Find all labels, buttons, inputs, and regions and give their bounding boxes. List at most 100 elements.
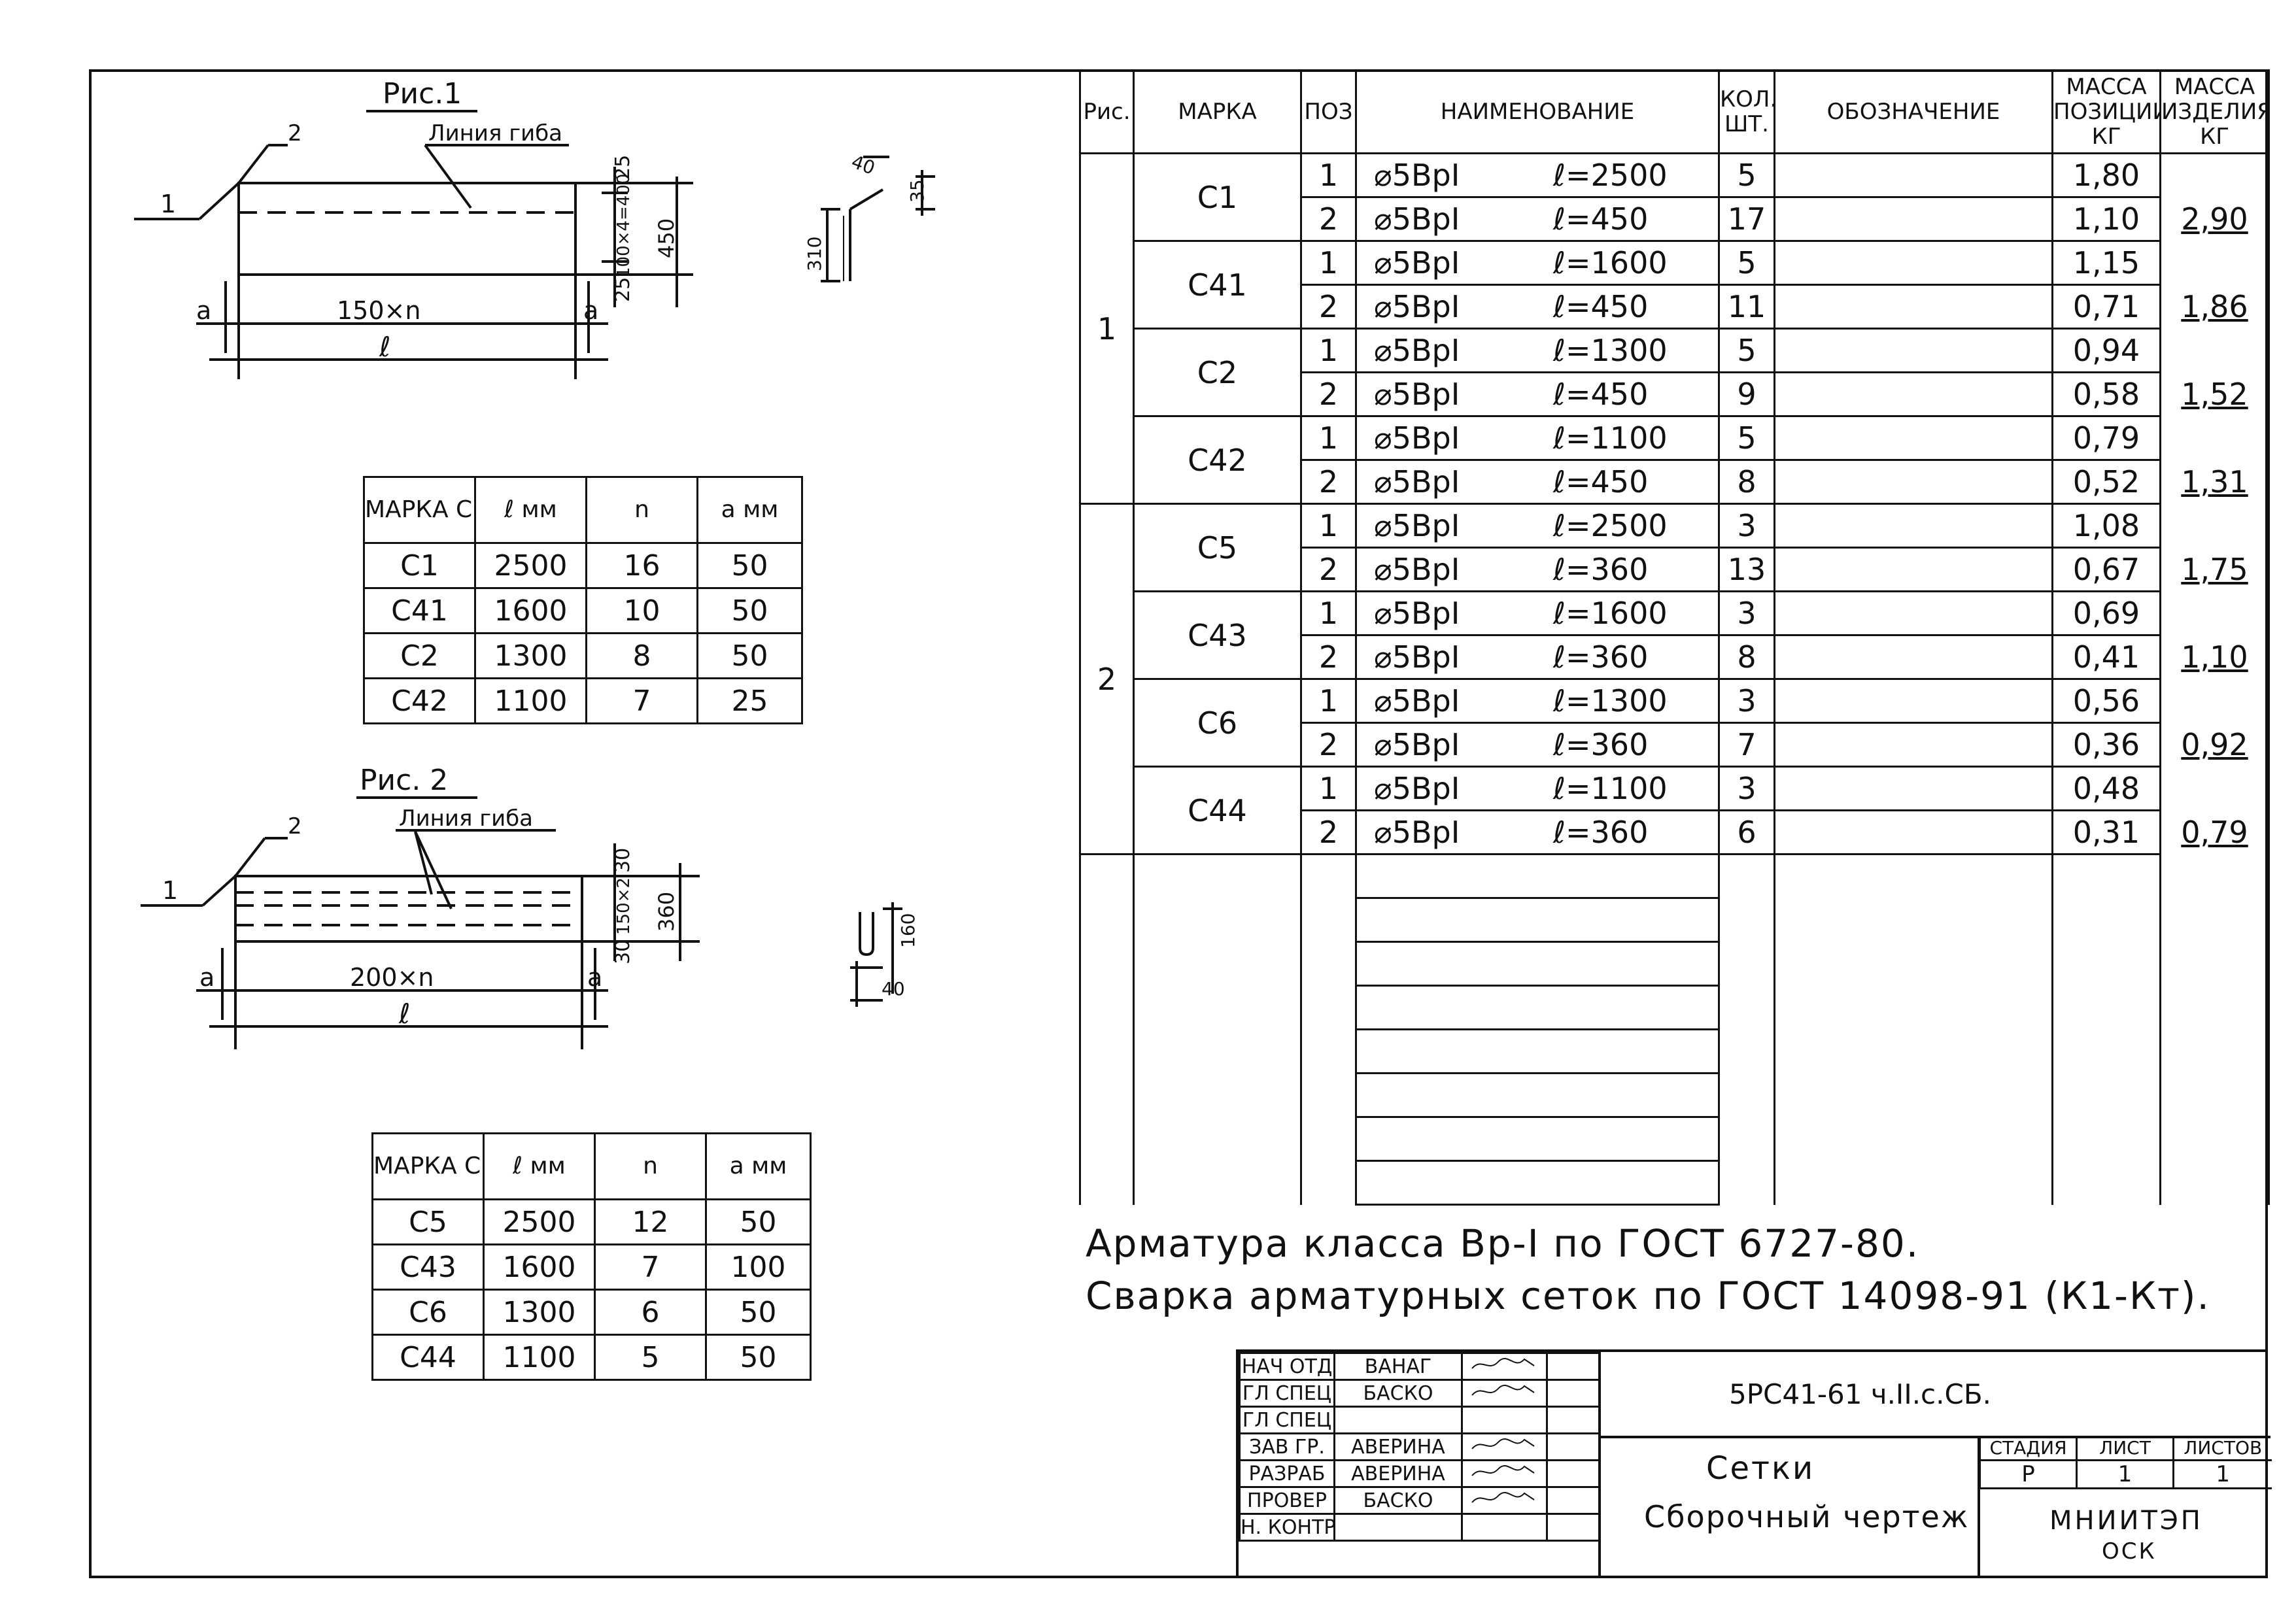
spec-bar-length: ℓ=450: [1553, 377, 1649, 412]
empty-cell: [1300, 1073, 1357, 1117]
fig1-profile-40: 40: [849, 151, 878, 179]
empty-cell: [2051, 898, 2161, 942]
table2-cell: С6: [371, 1289, 485, 1336]
spec-designation-cell: [1773, 722, 2053, 768]
organization-line-2: ОСК: [2102, 1538, 2157, 1565]
empty-cell: [1079, 985, 1135, 1030]
spec-header-mass-item: МАССА ИЗДЕЛИЯ, КГ: [2159, 69, 2270, 154]
empty-cell: [2051, 985, 2161, 1030]
table1-cell: 50: [696, 587, 803, 634]
spec-designation-cell: [1773, 547, 2053, 592]
fig2-callout-1: 1: [162, 876, 178, 905]
spec-qty-cell: 7: [1718, 722, 1775, 768]
signature: [1461, 1486, 1548, 1515]
empty-row: [1079, 853, 2270, 899]
table1-cell: 16: [585, 542, 698, 589]
fig2-callout-2: 2: [288, 813, 302, 839]
spec-bar-type: ⌀5ВрI: [1374, 815, 1460, 850]
role-person: АВЕРИНА: [1333, 1432, 1463, 1461]
fig1-title: Рис.1: [383, 77, 462, 110]
stage-value: Р: [1979, 1459, 2078, 1489]
empty-cell: [1773, 1029, 2053, 1074]
stage-sheet-table: СТАДИЯ ЛИСТ ЛИСТОВ Р 1 1: [1979, 1436, 2272, 1489]
spec-bar-length: ℓ=2500: [1553, 158, 1668, 193]
table2-cell: С44: [371, 1334, 485, 1381]
fig1-dim-450: 450: [654, 218, 679, 258]
spec-designation-cell: [1773, 678, 2053, 724]
spec-mass-position-cell: 0,48: [2051, 766, 2161, 811]
signature: [1461, 1459, 1548, 1488]
table1-header-l: ℓ мм: [474, 476, 587, 544]
spec-mass-item-cell: [2159, 241, 2270, 285]
spec-header-mass-pos: МАССА ПОЗИЦИИ, КГ: [2051, 69, 2161, 154]
empty-cell: [1773, 898, 2053, 942]
empty-cell: [1079, 1073, 1135, 1117]
empty-cell: [1300, 1117, 1357, 1161]
spec-mass-item-cell: 1,31: [2159, 460, 2270, 504]
role-label: ГЛ СПЕЦ: [1239, 1406, 1335, 1434]
empty-cell: [2159, 854, 2270, 898]
empty-cell: [1773, 941, 2053, 986]
spec-pos-cell: 2: [1300, 459, 1357, 505]
date-cell: [1546, 1486, 1600, 1515]
spec-bar-type: ⌀5ВрI: [1374, 377, 1460, 412]
spec-bar-length: ℓ=360: [1553, 639, 1649, 675]
empty-row: [1079, 1160, 2270, 1206]
table1-cell: 50: [696, 542, 803, 589]
empty-cell: [1718, 985, 1775, 1030]
signature-scribble: [1471, 1385, 1535, 1396]
spec-bar-type: ⌀5ВрI: [1374, 639, 1460, 675]
table2-cell: 1300: [483, 1289, 596, 1336]
role-person: [1333, 1513, 1463, 1542]
empty-cell: [1718, 1117, 1775, 1161]
empty-cell: [2051, 1073, 2161, 1117]
spec-bar-type: ⌀5ВрI: [1374, 552, 1460, 587]
sheets-value: 1: [2172, 1459, 2272, 1489]
table2-header-n: n: [594, 1132, 707, 1200]
empty-cell: [1133, 1073, 1302, 1117]
empty-cell: [2051, 1160, 2161, 1205]
fig2-profile-160: 160: [897, 913, 919, 948]
signature-scribble: [1471, 1492, 1535, 1503]
spec-mass-item-cell: 1,75: [2159, 547, 2270, 592]
empty-row: [1079, 941, 2270, 987]
fig1-dim-150n: 150×n: [337, 296, 420, 325]
spec-bar-type: ⌀5ВрI: [1374, 420, 1460, 456]
role-label: ЗАВ ГР.: [1239, 1432, 1335, 1461]
role-label: ГЛ СПЕЦ: [1239, 1379, 1335, 1408]
fig1-dim-a-right: a: [583, 296, 598, 325]
fig2-bend-label: Линия гиба: [399, 805, 533, 832]
spec-designation-cell: [1773, 459, 2053, 505]
empty-cell: [1355, 985, 1720, 1030]
empty-cell: [1133, 898, 1302, 942]
spec-qty-cell: 3: [1718, 678, 1775, 724]
signature: [1461, 1379, 1548, 1408]
signature: [1461, 1513, 1548, 1542]
spec-pos-cell: 1: [1300, 415, 1357, 461]
spec-qty-cell: 8: [1718, 459, 1775, 505]
spec-mass-position-cell: 0,31: [2051, 809, 2161, 855]
spec-header-pos: ПОЗ: [1300, 69, 1357, 154]
table2-cell: 2500: [483, 1198, 596, 1245]
table2-cell: 1100: [483, 1334, 596, 1381]
table1-cell: 1600: [474, 587, 587, 634]
note-line-1: Арматура класса Вр-I по ГОСТ 6727-80.: [1086, 1221, 1920, 1266]
table1-header-n: n: [585, 476, 698, 544]
spec-bar-length: ℓ=1600: [1553, 245, 1668, 280]
fig2-dim-360: 360: [654, 892, 679, 932]
spec-designation-cell: [1773, 196, 2053, 242]
empty-cell: [1718, 1029, 1775, 1074]
